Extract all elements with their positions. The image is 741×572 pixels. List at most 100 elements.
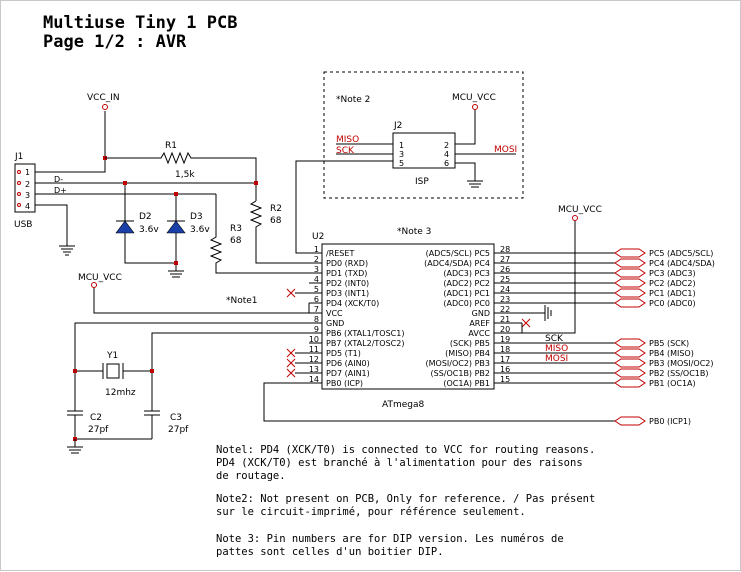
u2-pin-num-18: 18	[500, 345, 510, 354]
j1-pin-3: 3	[25, 191, 30, 200]
j1-ref: J1	[14, 152, 23, 162]
usb-connector-j1: J1 1 2 3 4 USB	[14, 152, 36, 230]
j1-pin-2: 2	[25, 180, 30, 189]
r3-value: 68	[230, 236, 242, 246]
spi-sck-label: SCK	[545, 334, 564, 344]
u2-pin-name-9: PB6 (XTAL1/TOSC1)	[326, 329, 404, 338]
r2-ref: R2	[270, 204, 282, 214]
j1-type: USB	[14, 220, 32, 230]
isp-type: ISP	[415, 177, 429, 187]
title-line-1: Multiuse Tiny 1 PCB	[43, 13, 237, 33]
isp-pin-5: 5	[399, 159, 404, 168]
r3-ref: R3	[230, 224, 242, 234]
u2-pin-name-18: (MISO) PB4	[445, 349, 490, 358]
isp-pin-4: 4	[444, 150, 449, 159]
y1-value: 12mhz	[105, 388, 136, 398]
capacitor-c3: C3 27pf	[144, 410, 189, 439]
u2-chip-body	[321, 243, 495, 390]
port-label-4: PC1 (ADC1)	[649, 289, 696, 298]
j1-pin-4: 4	[25, 202, 30, 211]
isp-mosi-label: MOSI	[494, 145, 517, 155]
port-label-1: PC4 (ADC4/SDA)	[649, 259, 715, 268]
title-line-2: Page 1/2 : AVR	[43, 32, 187, 52]
port-label-0: PC5 (ADC5/SCL)	[649, 249, 713, 258]
r1-ref: R1	[165, 141, 177, 151]
mcu-vcc-left-label: MCU_VCC	[78, 273, 122, 283]
u2-pin-num-1: 1	[314, 245, 319, 254]
spi-mosi-label: MOSI	[545, 354, 568, 364]
u2-pin-name-23: (ADC0) PC0	[443, 299, 490, 308]
isp-pin-6: 6	[444, 159, 449, 168]
port-label-6: PB5 (SCK)	[649, 339, 689, 348]
vcc-in-terminal	[102, 104, 108, 110]
port-label-8: PB3 (MOSI/OC2)	[649, 359, 714, 368]
j1-pin-1: 1	[25, 168, 30, 177]
u2-pin-num-24: 24	[500, 285, 510, 294]
u2-pin-num-15: 15	[500, 375, 510, 384]
isp-sck-label: SCK	[336, 146, 355, 156]
j1-body	[14, 163, 36, 213]
u2-pin-num-22: 22	[500, 305, 510, 314]
u2-pin-num-6: 6	[314, 295, 319, 304]
u2-pin-num-12: 12	[309, 355, 319, 364]
vcc-in-label: VCC_IN	[87, 93, 120, 103]
isp-note: *Note 2	[336, 95, 370, 105]
zener-diode-d2: D2 3.6v	[115, 183, 176, 264]
c3-ref: C3	[170, 413, 182, 423]
u2-pin-name-28: (ADC5/SCL) PC5	[426, 249, 490, 258]
u2-pin-name-4: PD2 (INT0)	[326, 279, 369, 288]
note1-line1: Notel: PD4 (XCK/T0) is connected to VCC …	[216, 444, 595, 456]
u2-pin-name-10: PB7 (XTAL2/TOSC2)	[326, 339, 404, 348]
u2-pin-num-19: 19	[500, 335, 510, 344]
u2-pin-name-21: AREF	[469, 319, 490, 328]
u2-note3: *Note 3	[397, 227, 431, 237]
port-label-5: PC0 (ADC0)	[649, 299, 696, 308]
d2-value: 3.6v	[139, 225, 159, 235]
u2-pin-num-14: 14	[309, 375, 319, 384]
port-label-9: PB2 (SS/OC1B)	[649, 369, 709, 378]
u2-pin-name-20: AVCC	[468, 329, 490, 338]
u2-ref: U2	[312, 232, 324, 242]
isp-mcu-vcc-label: MCU_VCC	[452, 93, 496, 103]
u2-pin-name-16: (SS/OC1B) PB2	[431, 369, 491, 378]
mcu-vcc-right-label: MCU_VCC	[558, 205, 602, 215]
port-label-11: PB0 (ICP1)	[649, 417, 691, 426]
note3-line1: Note 3: Pin numbers are for DIP version.…	[216, 533, 564, 545]
capacitor-c2: C2 27pf	[67, 410, 109, 439]
r1-value: 1,5k	[175, 170, 195, 180]
u2-pin-num-13: 13	[309, 365, 319, 374]
u2-pin-name-2: PD0 (RXD)	[326, 259, 368, 268]
note2-line2: sur le circuit-imprimé, pour référence s…	[216, 506, 526, 518]
u2-pin-name-26: (ADC3) PC3	[443, 269, 490, 278]
r2-value: 68	[270, 216, 282, 226]
y1-ref: Y1	[106, 351, 118, 361]
u2-pin-num-26: 26	[500, 265, 510, 274]
u2-pin-name-19: (SCK) PB5	[450, 339, 490, 348]
port-label-7: PB4 (MISO)	[649, 349, 694, 358]
u2-pin-name-14: PB0 (ICP)	[326, 379, 363, 388]
u2-pin-name-22: GND	[472, 309, 490, 318]
note3-line2: pattes sont celles d'un boitier DIP.	[216, 546, 444, 558]
port-labels: PC5 (ADC5/SCL)PC4 (ADC4/SDA)PC3 (ADC3)PC…	[522, 248, 715, 426]
c2-value: 27pf	[88, 425, 109, 435]
u2-pin-num-10: 10	[309, 335, 319, 344]
d3-value: 3.6v	[190, 225, 210, 235]
u2-pin-num-16: 16	[500, 365, 510, 374]
isp-pin-3: 3	[399, 150, 404, 159]
isp-pin-2: 2	[444, 141, 449, 150]
u2-pin-name-12: PD6 (AIN0)	[326, 359, 370, 368]
u2-pin-num-21: 21	[500, 315, 510, 324]
u2-pin-num-27: 27	[500, 255, 510, 264]
u2-pin-name-11: PD5 (T1)	[326, 349, 361, 358]
note2-line1: Note2: Not present on PCB, Only for refe…	[216, 493, 595, 505]
d3-ref: D3	[190, 212, 203, 222]
u2-pin-num-23: 23	[500, 295, 510, 304]
u2-pin-name-3: PD1 (TXD)	[326, 269, 367, 278]
u2-pin-name-5: PD3 (INT1)	[326, 289, 369, 298]
note1-line3: de routage.	[216, 470, 286, 482]
u2-pin-name-25: (ADC2) PC2	[443, 279, 490, 288]
